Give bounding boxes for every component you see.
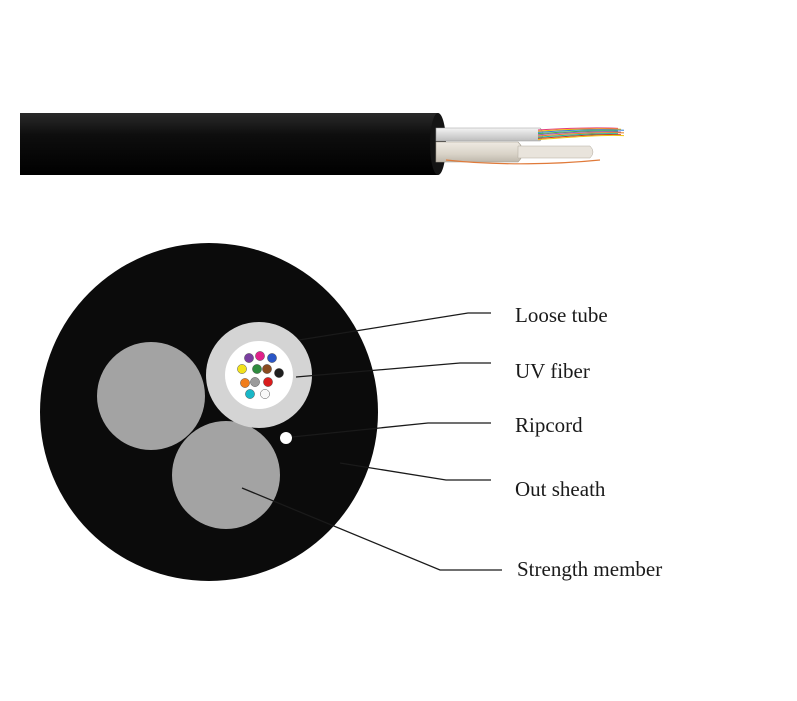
fiber-2: [255, 351, 265, 361]
fiber-4: [237, 364, 247, 374]
leader-strength-member: [241, 487, 502, 571]
label-loose-tube: Loose tube: [515, 303, 608, 327]
ripcord-thread-side: [445, 159, 601, 165]
leader-uv-fiber: [295, 362, 491, 378]
fiber-strand-5: [537, 131, 622, 136]
fiber-5: [252, 364, 262, 374]
label-strength-member: Strength member: [517, 557, 662, 581]
fiber-strand-8: [537, 134, 622, 139]
callout-labels: Loose tube UV fiber Ripcord Out sheath S…: [515, 303, 662, 581]
fiber-1: [244, 353, 254, 363]
label-out-sheath: Out sheath: [515, 477, 606, 501]
fiber-7: [274, 368, 284, 378]
cable-side-view: [20, 113, 625, 175]
strength-member-left: [97, 342, 205, 450]
fiber-10: [263, 377, 273, 387]
ripcord: [280, 432, 292, 444]
cable-cross-section: [40, 243, 378, 581]
leader-loose-tube: [298, 312, 491, 341]
fiber-11: [245, 389, 255, 399]
extruded-fiber-bundle: [537, 127, 625, 141]
loose-tube-side: [435, 127, 544, 142]
leader-ripcord: [291, 422, 491, 438]
strength-member-bottom: [172, 421, 280, 529]
fiber-strand-4: [537, 130, 619, 135]
label-ripcord: Ripcord: [515, 413, 583, 437]
callout-lines: [241, 312, 502, 571]
fiber-6: [262, 364, 272, 374]
fiber-8: [240, 378, 250, 388]
fiber-strand-9: [537, 134, 625, 141]
fiber-strand-6: [537, 132, 625, 137]
fiber-strand-3: [537, 129, 625, 133]
strength-member-side-2: [517, 145, 594, 159]
out-sheath: [40, 243, 378, 581]
fiber-12: [260, 389, 270, 399]
label-uv-fiber: UV fiber: [515, 359, 590, 383]
leader-out-sheath: [339, 462, 491, 481]
fiber-strand-7: [537, 133, 619, 138]
fiber-strand-2: [537, 128, 622, 132]
fiber-group: [237, 351, 284, 399]
fiber-strand-1: [537, 127, 619, 131]
fiber-3: [267, 353, 277, 363]
cable-jacket: [20, 113, 438, 175]
fiber-9: [250, 377, 260, 387]
strength-member-side: [435, 141, 524, 163]
